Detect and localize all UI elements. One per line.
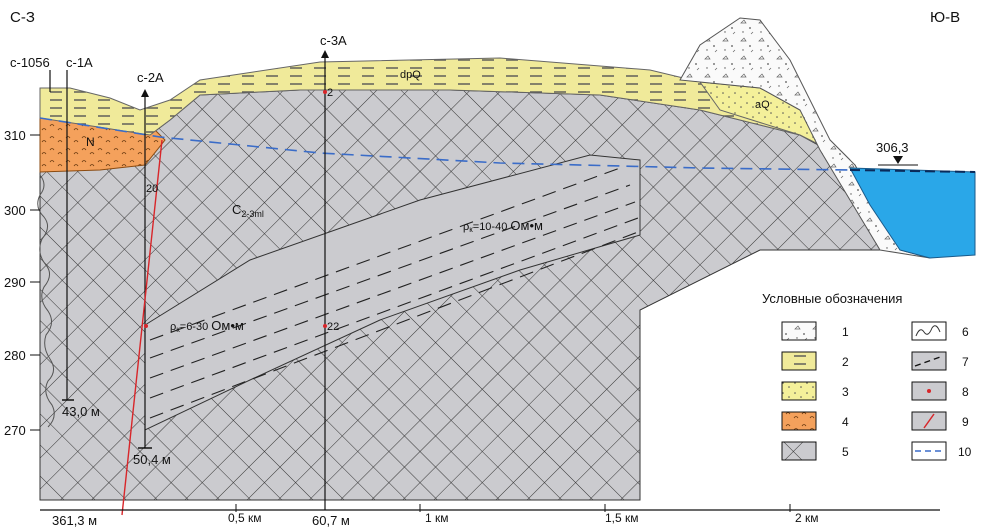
y-tick-290: 290 — [4, 275, 26, 290]
lake-surface — [849, 169, 976, 173]
legend-swatch-6-pattern — [915, 325, 941, 337]
mark-c3a-mid: 22 — [327, 321, 339, 333]
well-c3a-arrow-icon — [321, 50, 329, 58]
legend-label-10: 10 — [958, 445, 972, 459]
x-tick-label: 1 км — [425, 511, 449, 525]
water-level-marker-icon — [893, 156, 903, 164]
corner-label-se: Ю-В — [930, 9, 960, 26]
legend-swatch-1 — [781, 321, 817, 341]
legend-label-4: 4 — [842, 415, 849, 429]
legend-swatch-4 — [781, 411, 817, 431]
x-tick-label: 1,5 км — [605, 511, 639, 525]
legend-swatch-8-dot — [927, 389, 931, 393]
legend-label-7: 7 — [962, 355, 969, 369]
sample-point — [144, 324, 148, 328]
legend-swatch-9-line — [923, 413, 935, 429]
lens-dash-lines — [149, 167, 639, 419]
unit-label-aQ: aQ — [755, 99, 770, 111]
sample-point — [323, 90, 327, 94]
unit-label-N: N — [86, 135, 95, 149]
groundwater-level-line — [39, 117, 851, 171]
legend: Условные обозначения 1 2 3 4 5 6 7 8 9 1… — [762, 291, 972, 461]
legend-label-3: 3 — [842, 385, 849, 399]
y-tick-270: 270 — [4, 423, 26, 438]
legend-swatch-6 — [911, 321, 947, 341]
legend-title: Условные обозначения — [762, 291, 902, 306]
unit-label-dpQ: dpQ — [400, 69, 421, 81]
legend-swatch-5 — [781, 441, 817, 461]
depth-label-c2a: 50,4 м — [133, 452, 171, 467]
y-tick-300: 300 — [4, 203, 26, 218]
legend-swatch-7-dash — [914, 355, 944, 367]
y-tick-280: 280 — [4, 348, 26, 363]
x-tick-label: 60,7 м — [312, 513, 350, 528]
y-tick-310: 310 — [4, 128, 26, 143]
legend-label-5: 5 — [842, 445, 849, 459]
legend-label-6: 6 — [962, 325, 969, 339]
x-tick-label: 361,3 м — [52, 513, 97, 528]
well-label-c1056: с-1056 — [10, 55, 50, 70]
x-tick-label: 2 км — [795, 511, 819, 525]
mark-c3a-top: 2 — [327, 87, 333, 99]
left-fracture-edge — [37, 174, 55, 428]
corner-label-nw: С-З — [10, 9, 35, 26]
well-label-c1a: с-1А — [66, 55, 93, 70]
depth-label-c1a: 43,0 м — [62, 404, 100, 419]
water-level-label: 306,3 — [876, 140, 909, 155]
well-c2a-arrow-icon — [141, 89, 149, 97]
y-axis — [30, 134, 40, 431]
unit-label-C: C2-3ml — [232, 202, 264, 219]
x-axis-ticks — [235, 504, 791, 512]
legend-label-8: 8 — [962, 385, 969, 399]
well-label-c2a: с-2А — [137, 70, 164, 85]
x-tick-label: 0,5 км — [228, 511, 262, 525]
legend-label-1: 1 — [842, 325, 849, 339]
legend-label-2: 2 — [842, 355, 849, 369]
resistivity-upper: ρк=10-40 Ом•м — [463, 218, 543, 234]
resistivity-lower: ρк=6-30 Ом•м — [170, 318, 244, 334]
inclined-profile-line — [121, 139, 163, 516]
legend-label-9: 9 — [962, 415, 969, 429]
legend-swatch-2 — [781, 351, 817, 371]
mark-c2a: 20 — [146, 183, 158, 195]
well-label-c3a: с-3А — [320, 33, 347, 48]
sample-point — [323, 324, 327, 328]
legend-swatch-3 — [781, 381, 817, 401]
resistivity-lens — [144, 154, 641, 431]
